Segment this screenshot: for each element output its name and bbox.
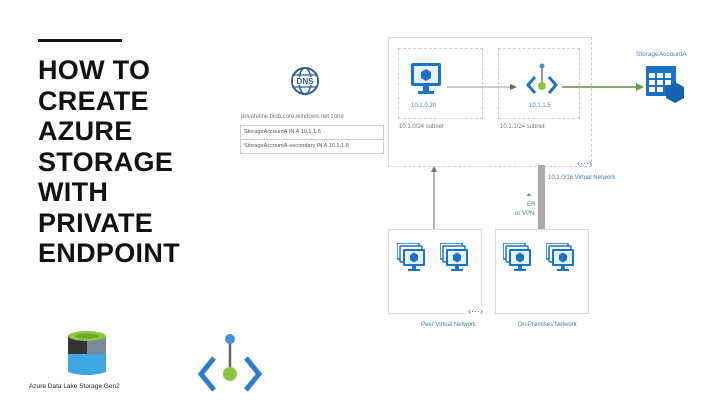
dns-zone-label: privatelink.blob.core.windows.net zone bbox=[241, 114, 344, 120]
virtual-network-label: 10.1.0/16 Virtual Network bbox=[548, 175, 616, 181]
private-endpoint-icon bbox=[526, 63, 558, 94]
title-line: ENDPOINT bbox=[38, 238, 180, 268]
title-line: WITH bbox=[38, 177, 109, 207]
title-line: PRIVATE bbox=[38, 207, 154, 238]
er-label: ER bbox=[527, 202, 536, 208]
storage-account-label: StorageAccountA bbox=[636, 51, 687, 58]
data-lake-storage-icon bbox=[68, 331, 106, 375]
subnet-box bbox=[398, 48, 483, 119]
er-vpn-connector bbox=[538, 165, 545, 229]
virtual-network-box bbox=[388, 37, 592, 167]
vm-group-icon bbox=[397, 243, 426, 272]
arrow-peer-to-vnet bbox=[431, 166, 437, 229]
svg-text:DNS: DNS bbox=[297, 77, 315, 86]
dns-globe-icon: DNS bbox=[291, 67, 319, 95]
peer-network-label: Peer Virtual Network bbox=[421, 322, 476, 328]
vpn-label: or VPN bbox=[515, 211, 535, 217]
title-accent-bar bbox=[38, 39, 122, 42]
endpoint-ip: 10.1.1.5 bbox=[529, 103, 551, 109]
data-lake-storage-label: Azure Data Lake Storage Gen2 bbox=[29, 383, 120, 390]
subnet-label: 10.1.1/24 subnet bbox=[500, 124, 545, 130]
vm-group-icon bbox=[546, 243, 575, 272]
subnet-label: 10.1.0/24 subnet bbox=[399, 124, 444, 130]
arrow-vm-to-endpoint bbox=[447, 84, 517, 90]
on-premises-network-box bbox=[495, 229, 589, 314]
virtual-network-icon: ‹···› bbox=[468, 306, 483, 316]
page-title: HOW TO CREATE AZURE STORAGE WITH PRIVATE… bbox=[38, 55, 180, 269]
virtual-network-icon: ‹···› bbox=[577, 158, 592, 168]
private-endpoint-icon bbox=[197, 334, 263, 392]
storage-account-icon bbox=[646, 66, 684, 103]
title-line: STORAGE bbox=[38, 146, 174, 177]
arrow-endpoint-to-storage bbox=[562, 83, 644, 91]
vm-group-icon bbox=[503, 243, 532, 272]
title-line: HOW TO bbox=[38, 55, 151, 85]
vm-ip: 10.1.0.20 bbox=[411, 103, 437, 109]
gateway-icon: ⏶ bbox=[526, 192, 532, 199]
peer-network-box bbox=[388, 229, 482, 314]
subnet-box bbox=[498, 48, 580, 119]
on-premises-network-label: On-Premises Network bbox=[518, 322, 577, 328]
vm-group-icon bbox=[440, 243, 469, 272]
title-line: AZURE bbox=[38, 116, 133, 146]
virtual-machine-icon bbox=[411, 63, 441, 94]
dns-records-table: StorageAccountA IN A 10.1.1.5 StorageAcc… bbox=[240, 125, 384, 154]
dns-record: StorageAccountA IN A 10.1.1.5 bbox=[244, 129, 321, 135]
title-line: CREATE bbox=[38, 85, 149, 116]
dns-record: StorageAccountA-secondary IN A 10.1.1.6 bbox=[241, 139, 383, 153]
